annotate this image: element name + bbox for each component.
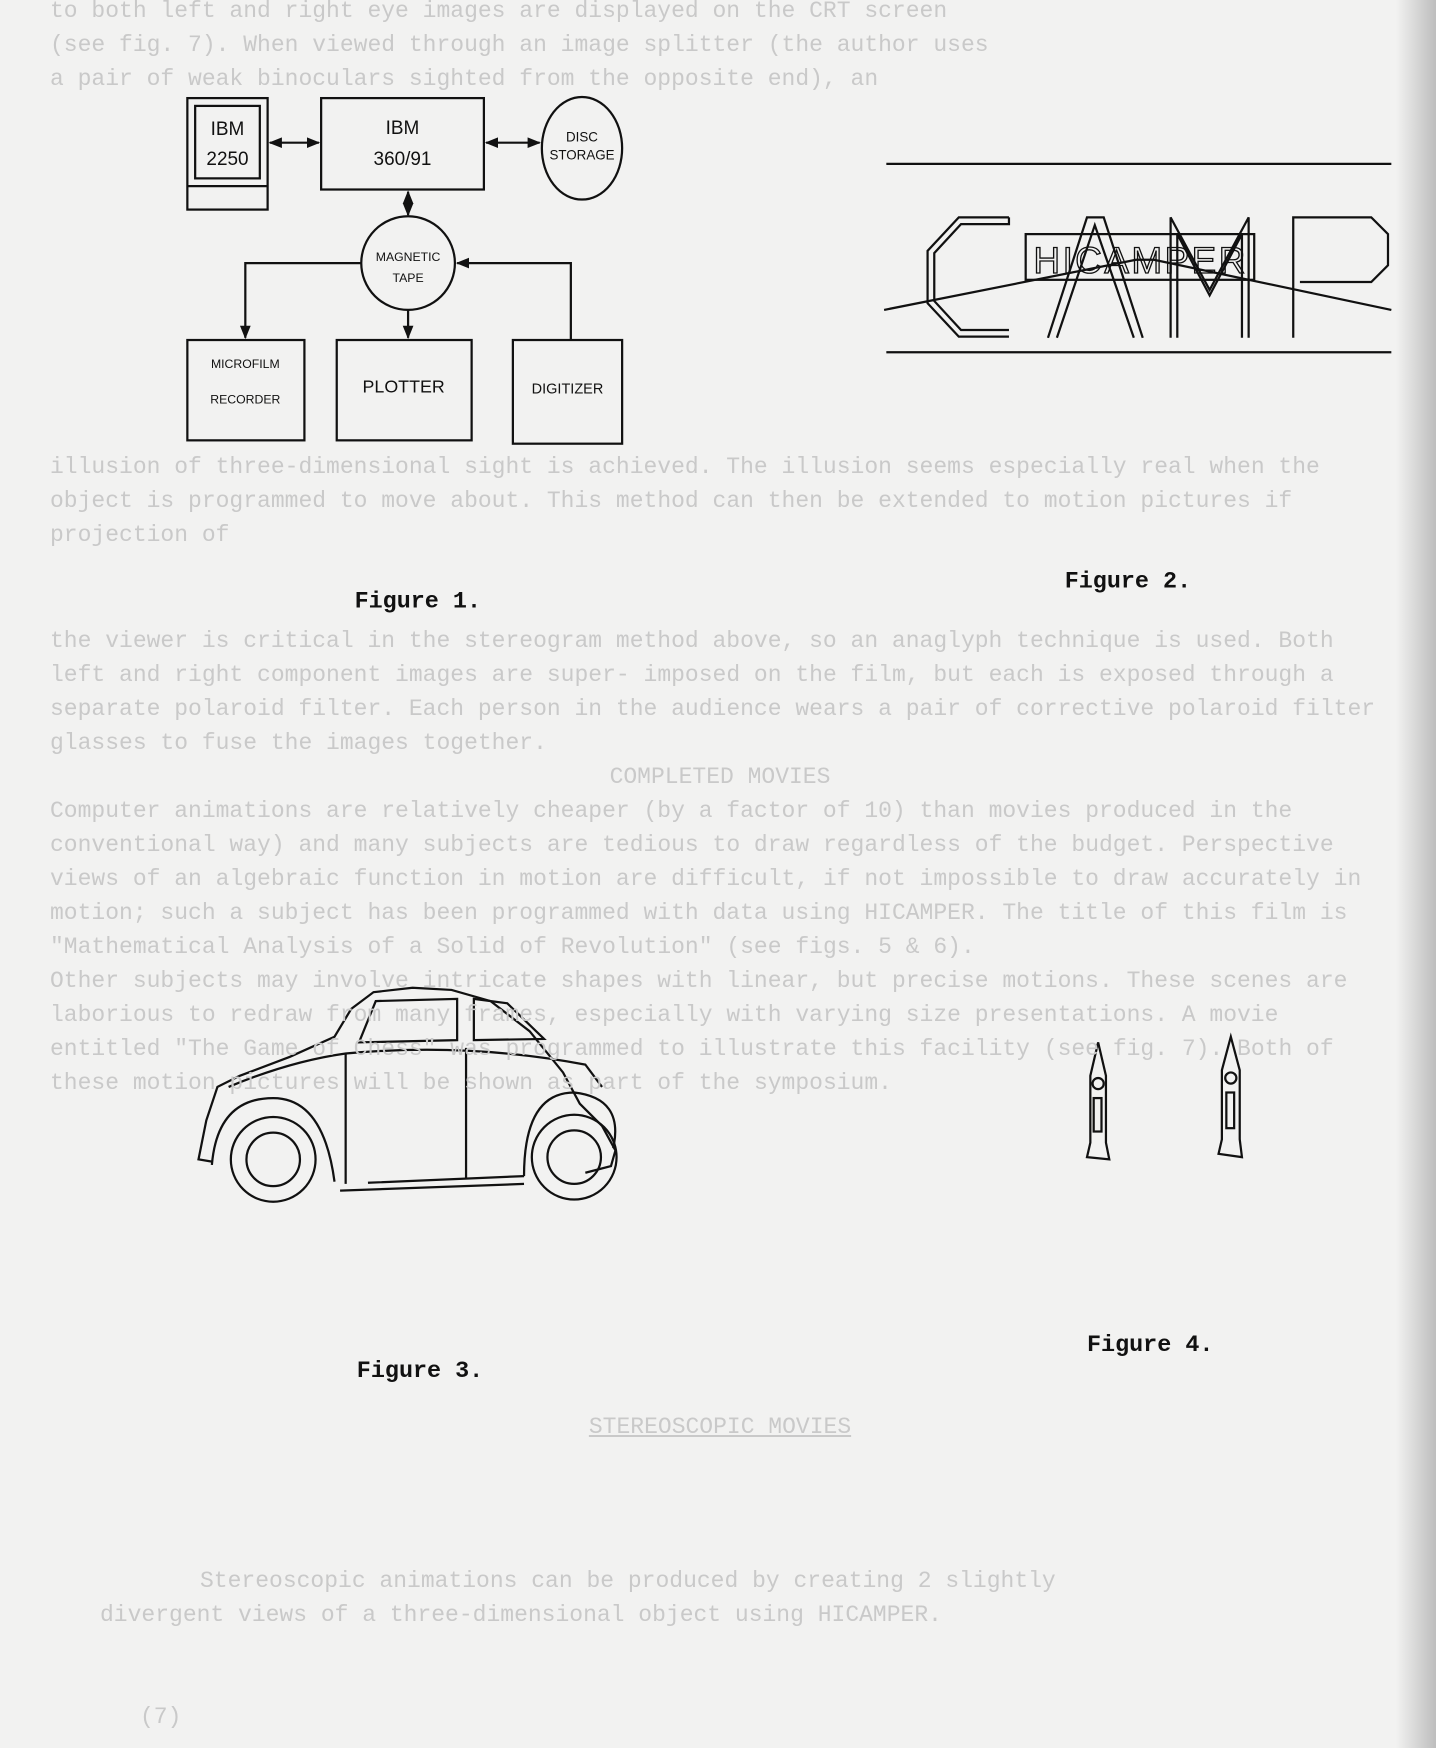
disc-label-line-1: DISC bbox=[566, 130, 598, 145]
front-window bbox=[357, 997, 459, 1044]
ghost-line: filter. Each person in the audience wear… bbox=[298, 696, 1155, 722]
ghost-line: especially real when the object is progr… bbox=[50, 454, 1320, 514]
ghost-paragraph: illusion of three-dimensional sight is a… bbox=[50, 450, 1390, 552]
ghost-line: divergent views of a three-dimensional o… bbox=[100, 1602, 942, 1628]
ghost-line: Stereoscopic animations can be produced … bbox=[200, 1568, 1056, 1594]
ghost-line: fig. 7). Both of these motion pictures w… bbox=[50, 1036, 1334, 1096]
show-through-block-lower: the viewer is critical in the stereogram… bbox=[50, 624, 1390, 1100]
ghost-line: using HICAMPER. The title of this film i… bbox=[50, 900, 1348, 960]
letter-m bbox=[1169, 216, 1250, 338]
ghost-line: symposium. bbox=[753, 1070, 892, 1096]
ghost-line: Computer animations are relatively cheap… bbox=[50, 798, 906, 824]
tape-label-line-1: MAGNETIC bbox=[376, 250, 441, 264]
microfilm-label-line-2: RECORDER bbox=[210, 393, 280, 407]
microfilm-recorder: MICROFILM RECORDER bbox=[186, 338, 306, 442]
ghost-line: a pair of weak binoculars sighted from t… bbox=[50, 66, 879, 92]
figure-4-grandfather-clocks bbox=[1085, 1032, 1244, 1161]
ghost-line: accurately in motion; such a subject has… bbox=[50, 866, 1362, 926]
magnetic-tape: MAGNETIC TAPE bbox=[360, 215, 457, 312]
rear-wheel bbox=[530, 1113, 618, 1201]
ghost-line: polaroid filter glasses to fuse the imag… bbox=[50, 696, 1376, 756]
digitizer: DIGITIZER bbox=[511, 338, 624, 445]
ghost-line: method can then be extended to motion pi… bbox=[50, 488, 1293, 548]
disc-storage: DISC STORAGE bbox=[540, 95, 624, 201]
ghost-heading: STEREOSCOPIC MOVIES bbox=[588, 1414, 852, 1440]
ghost-line: tedious to draw regardless of the budget… bbox=[50, 832, 1334, 892]
terminal-label-line-2: 2250 bbox=[206, 149, 248, 170]
figure-2-hicamper-logo: HICAMPER bbox=[883, 162, 1392, 354]
microfilm-label-line-1: MICROFILM bbox=[211, 357, 280, 371]
ghost-line: frames, especially with varying size pre… bbox=[50, 1002, 1279, 1062]
ghost-line: Other subjects may involve intricate sha… bbox=[50, 968, 879, 994]
figure-1-diagram: IBM 2250 IBM 360/91 DISC STORAGE MAGNETI… bbox=[186, 95, 624, 445]
figure-4-caption: Figure 4. bbox=[1087, 1333, 1213, 1359]
plotter: PLOTTER bbox=[335, 338, 473, 442]
letter-a bbox=[1046, 216, 1144, 339]
disc-label-line-2: STORAGE bbox=[549, 147, 614, 162]
ghost-line: to both left and right eye images are di… bbox=[50, 0, 948, 24]
letter-p bbox=[1292, 216, 1390, 338]
show-through-block-top: to both left and right eye images are di… bbox=[50, 0, 1390, 96]
tape-label-line-2: TAPE bbox=[393, 271, 424, 285]
figure-2-caption: Figure 2. bbox=[1065, 569, 1191, 595]
figure-3-car-drawing bbox=[197, 986, 618, 1203]
ghost-line: algebraic function in motion are difficu… bbox=[215, 866, 1168, 892]
ghost-line: than movies produced in the conventional… bbox=[50, 798, 1293, 858]
ibm-360-computer: IBM 360/91 bbox=[320, 96, 486, 191]
ghost-heading: COMPLETED MOVIES bbox=[609, 764, 831, 790]
ghost-line: the viewer is critical in the stereogram… bbox=[50, 628, 1003, 654]
figure-1-caption: Figure 1. bbox=[355, 590, 481, 616]
clock-right bbox=[1217, 1032, 1244, 1159]
clock-left bbox=[1085, 1042, 1111, 1161]
letter-c bbox=[926, 216, 1011, 338]
ghost-paragraph: Computer animations are relatively cheap… bbox=[50, 794, 1390, 964]
ghost-line: imposed on the film, but each is exposed… bbox=[50, 662, 1334, 722]
ghost-line: of Revolution" (see figs. 5 & 6). bbox=[519, 934, 975, 960]
connector-arrows bbox=[239, 137, 572, 341]
plotter-label: PLOTTER bbox=[363, 376, 445, 396]
computer-label-line-2: 360/91 bbox=[374, 149, 432, 170]
computer-label-line-1: IBM bbox=[386, 118, 420, 139]
ibm-2250-terminal: IBM 2250 bbox=[186, 96, 269, 211]
figure-3-caption: Figure 3. bbox=[357, 1359, 483, 1385]
ghost-line: precise motions. These scenes are labori… bbox=[50, 968, 1348, 1028]
show-through-block-bottom: STEREOSCOPIC MOVIES Stereoscopic animati… bbox=[50, 1410, 1390, 1632]
ghost-line: (see fig. 7). When viewed through an ima… bbox=[50, 32, 989, 58]
ghost-paragraph: Other subjects may involve intricate sha… bbox=[50, 964, 1390, 1100]
ghost-page-number-block: (7) bbox=[140, 1700, 240, 1734]
front-wheel bbox=[229, 1115, 317, 1203]
ghost-line: illusion of three-dimensional sight is a… bbox=[50, 454, 975, 480]
page-edge-shadow bbox=[1396, 0, 1436, 1748]
digitizer-label: DIGITIZER bbox=[532, 382, 604, 398]
show-through-block-middle: illusion of three-dimensional sight is a… bbox=[50, 450, 1390, 552]
ghost-line: technique is used. Both left and right c… bbox=[50, 628, 1334, 688]
ghost-line: "The Game of Chess" was programmed to il… bbox=[174, 1036, 1099, 1062]
ghost-page-number: (7) bbox=[140, 1704, 182, 1730]
terminal-label-line-1: IBM bbox=[211, 119, 245, 140]
ghost-paragraph: the viewer is critical in the stereogram… bbox=[50, 624, 1390, 760]
rear-window bbox=[472, 997, 547, 1042]
